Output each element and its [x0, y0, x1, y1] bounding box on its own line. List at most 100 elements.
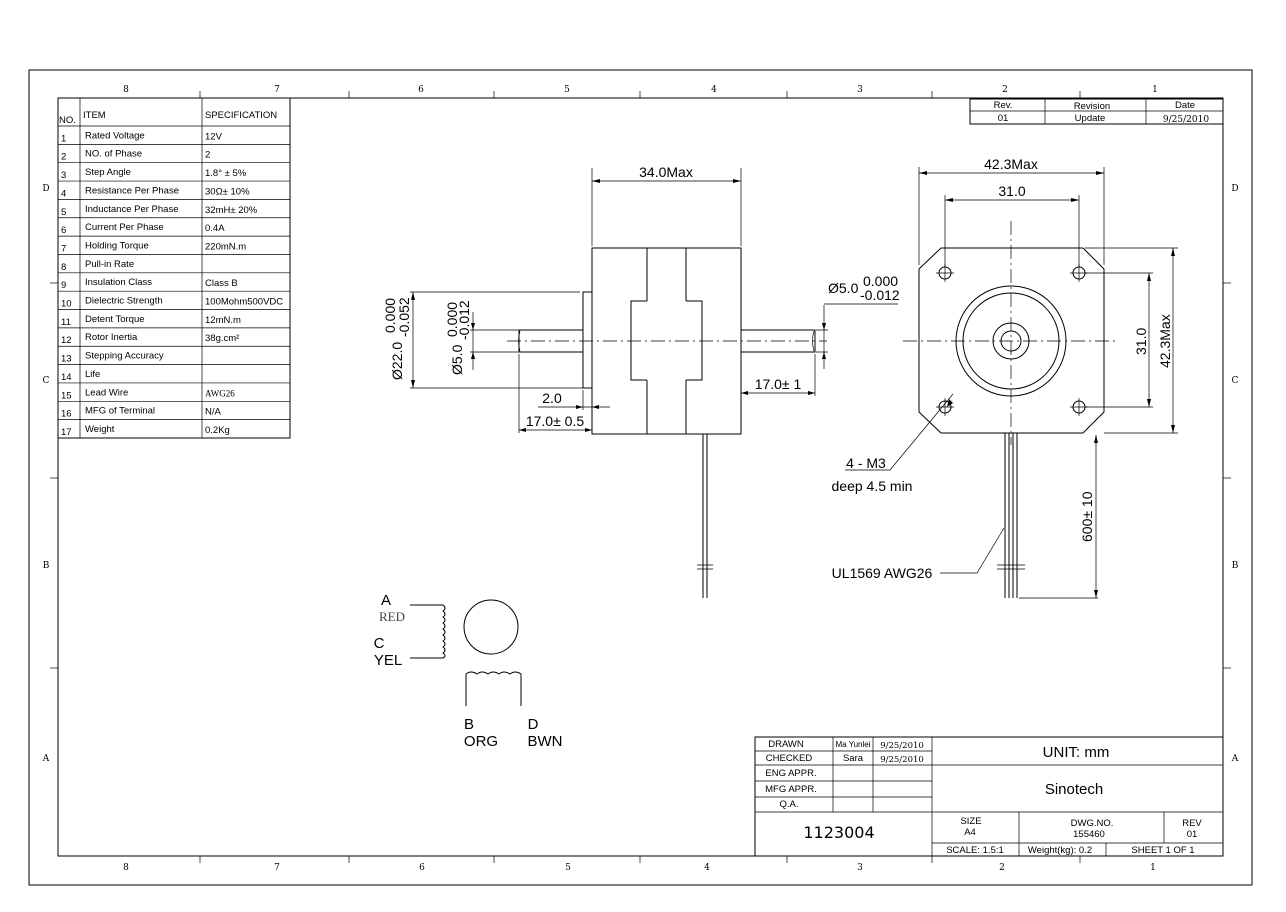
dim-boss-dia: Ø22.0 [389, 342, 405, 380]
lead-c-color: YEL [374, 652, 402, 669]
spec-item: Resistance Per Phase [85, 185, 179, 196]
zone-left-label: C [43, 376, 50, 386]
dim-boss-tol-lower: -0.052 [396, 297, 412, 337]
spec-no: 16 [61, 409, 72, 420]
zone-top-label: 2 [1002, 85, 1008, 95]
zone-right-label: B [1232, 561, 1239, 571]
zone-right-label: C [1232, 376, 1239, 386]
zone-right-label: A [1231, 754, 1239, 764]
company: Sinotech [1045, 781, 1103, 798]
zone-bottom-label: 7 [274, 863, 280, 873]
spec-value: 2 [205, 150, 210, 161]
dim-shaft-tol-upper: 0.000 [444, 302, 460, 337]
spec-item: NO. of Phase [85, 149, 142, 160]
spec-no: 4 [61, 188, 66, 199]
sheet: SHEET 1 OF 1 [1131, 845, 1194, 856]
dim-hole-spacing: 31.0 [998, 183, 1025, 199]
zone-bottom-label: 3 [857, 863, 863, 873]
mfg-appr-label: MFG APPR. [765, 784, 817, 795]
revision-header: Revision [1074, 101, 1110, 112]
unit: UNIT: mm [1043, 744, 1110, 761]
date-header: Date [1175, 100, 1195, 111]
lead-c: C [374, 635, 385, 652]
spec-item: Insulation Class [85, 277, 152, 288]
revision-table: Rev. Revision Date 01 Update 9/25/2010 [969, 98, 1224, 125]
dim-rear-tol-upper: 0.000 [863, 273, 898, 289]
qa-label: Q.A. [779, 799, 798, 810]
spec-header-spec: SPECIFICATION [205, 110, 277, 121]
dim-boss-height: 2.0 [542, 390, 562, 406]
zone-ticks [50, 91, 1231, 863]
zone-top-label: 1 [1152, 85, 1158, 95]
lead-a-color: RED [379, 609, 405, 624]
dim-flange-width: 42.3Max [984, 156, 1038, 172]
spec-value: 12mN.m [205, 315, 241, 326]
weight: Weight(kg): 0.2 [1028, 845, 1092, 856]
spec-item: Life [85, 369, 100, 380]
dim-lead-length: 600± 10 [1079, 491, 1095, 542]
spec-no: 7 [61, 243, 66, 254]
spec-no: 6 [61, 225, 66, 236]
spec-no: 13 [61, 354, 72, 365]
boss [582, 291, 593, 389]
spec-item: Rotor Inertia [85, 332, 138, 343]
dim-length: 34.0Max [639, 164, 693, 180]
spec-value: 1.8° ± 5% [205, 168, 247, 179]
title-block: DRAWN Ma Yunlei 9/25/2010 CHECKED Sara 9… [754, 736, 1224, 857]
spec-no: 5 [61, 207, 66, 218]
spec-item: Lead Wire [85, 387, 128, 398]
revision-value: Update [1075, 113, 1106, 124]
checked-date: 9/25/2010 [880, 755, 924, 765]
spec-item: Detent Torque [85, 314, 145, 325]
size-label: SIZE [960, 816, 981, 827]
zone-left-label: B [43, 561, 50, 571]
lead-b-color: ORG [464, 733, 498, 750]
spec-value: 220mN.m [205, 241, 246, 252]
dim-flange-height: 42.3Max [1157, 314, 1173, 368]
spec-item: Inductance Per Phase [85, 204, 178, 215]
spec-item: Dielectric Strength [85, 296, 163, 307]
spec-item: Weight [85, 424, 115, 435]
dim-shaft-dia: Ø5.0 [449, 344, 465, 375]
zone-bottom-label: 2 [999, 863, 1005, 873]
lead-a: A [381, 592, 391, 609]
spec-no: 2 [61, 152, 66, 163]
spec-no: 10 [61, 299, 72, 310]
flange [918, 247, 1105, 434]
spec-no: 3 [61, 170, 66, 181]
spec-no: 12 [61, 335, 72, 346]
spec-item: Step Angle [85, 167, 131, 178]
mounting-holes [936, 264, 1088, 416]
spec-row: 3 Step Angle 1.8° ± 5% [61, 167, 247, 181]
wire-label: UL1569 AWG26 [832, 565, 933, 581]
rev-header: Rev. [994, 100, 1013, 111]
zone-top-label: 4 [711, 85, 717, 95]
dim-boss-tol-upper: 0.000 [382, 298, 398, 333]
spec-item: Pull-in Rate [85, 259, 134, 270]
zone-right-label: D [1231, 184, 1238, 194]
coil-ac [410, 604, 446, 659]
spec-value: 38g.cm² [205, 333, 239, 344]
zone-bottom-label: 5 [565, 863, 571, 873]
coil-bd [465, 671, 522, 706]
dim-shaft-tol-lower: -0.012 [456, 300, 472, 340]
lead-d: D [528, 716, 539, 733]
spec-header-no: NO. [59, 115, 76, 126]
zone-bottom-label: 4 [704, 863, 710, 873]
zone-bottom-label: 6 [419, 863, 425, 873]
dim-rear-shaft-len: 17.0± 1 [755, 376, 802, 392]
spec-item: Holding Torque [85, 240, 149, 251]
lead-d-color: BWN [528, 733, 563, 750]
